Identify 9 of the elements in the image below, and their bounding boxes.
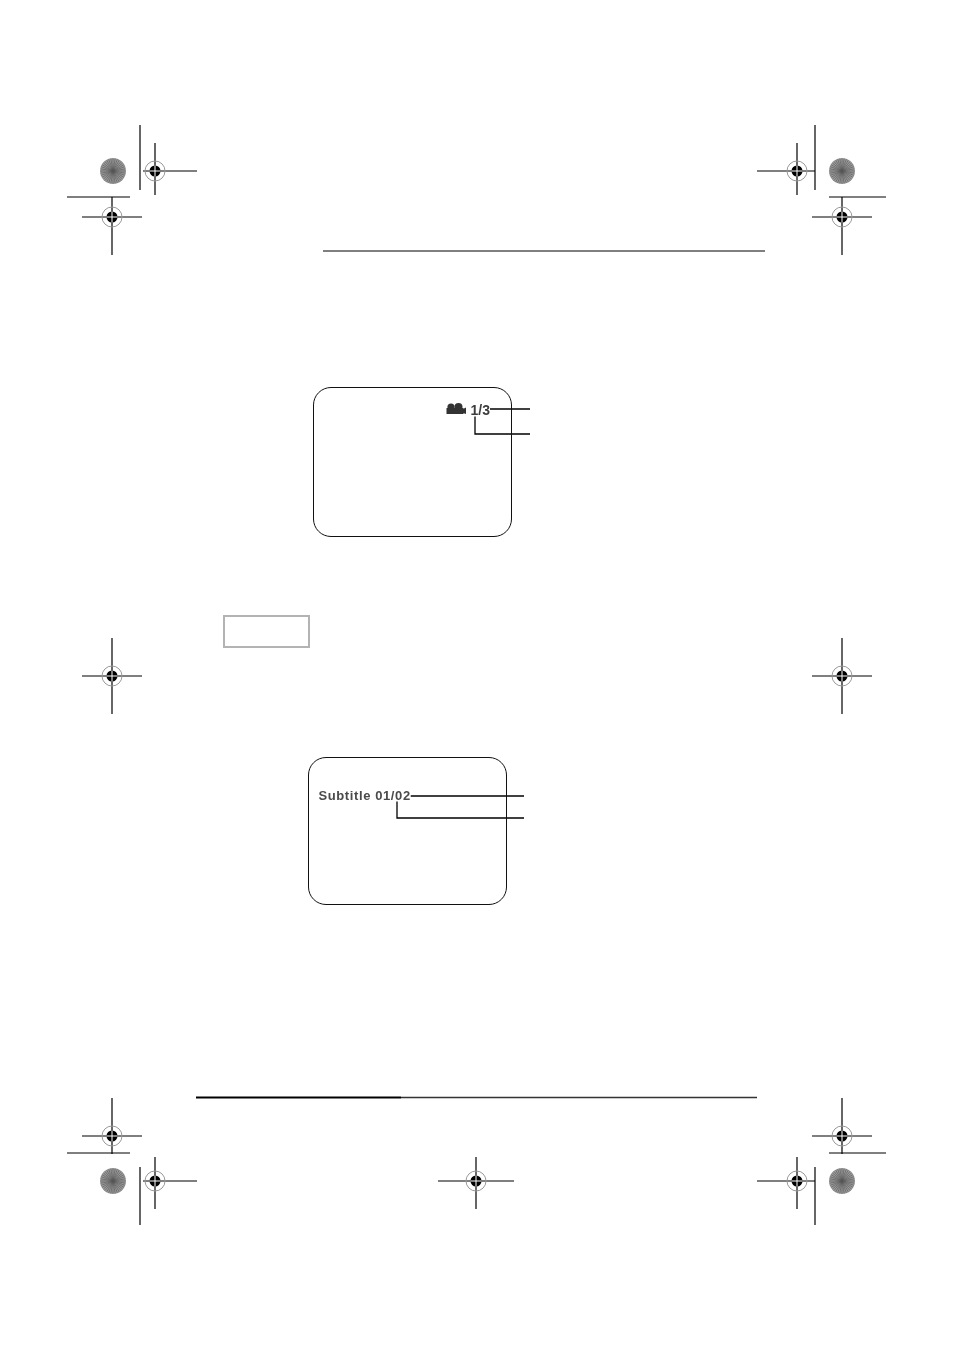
leader-line [396, 800, 525, 819]
leader-line [474, 415, 531, 435]
leader-line [410, 795, 525, 797]
on-screen-text: Subtitle 01/02 [318, 788, 411, 802]
tv-screen [313, 387, 512, 537]
on-screen-text: 1/3 [470, 402, 490, 417]
tv-screen [308, 757, 507, 905]
leader-line [489, 408, 531, 410]
empty-frame [223, 615, 310, 648]
